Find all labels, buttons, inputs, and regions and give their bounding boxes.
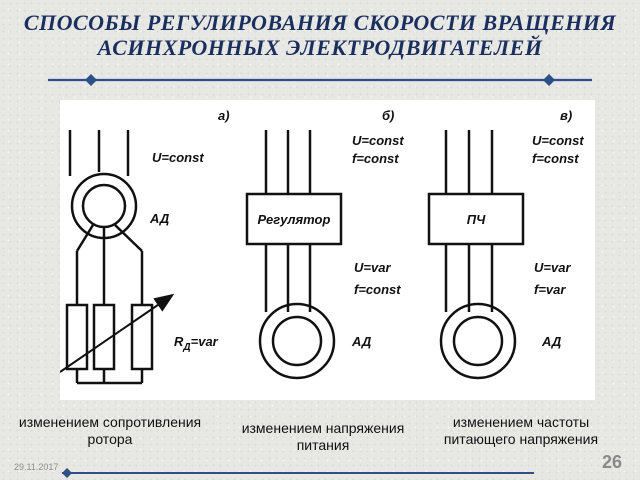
- caption-a-line-1: изменением сопротивления: [18, 414, 202, 430]
- a-resistance-symbol: R: [174, 334, 184, 349]
- motor-a-inner: [81, 183, 127, 229]
- caption-c-line-1: изменением частоты: [452, 414, 590, 430]
- regulator-block: [245, 192, 343, 246]
- caption-c-line-2: питающего напряжения: [443, 431, 599, 447]
- caption-rotor-resistance: изменением сопротивления ротора: [4, 414, 216, 448]
- diagram-c-frequency-converter: [427, 130, 525, 380]
- frequency-converter-label: ПЧ: [467, 212, 486, 227]
- slide-title-line-1: СПОСОБЫ РЕГУЛИРОВАНИЯ СКОРОСТИ ВРАЩЕНИЯ: [23, 10, 617, 35]
- divider-right-diamond: [543, 74, 555, 86]
- diagram-b-voltage-regulator: [245, 130, 343, 380]
- b-output-voltage: U=var: [354, 260, 391, 275]
- regulator-label: Регулятор: [258, 212, 331, 227]
- diagram-panel: а) U=const АД RД=var б) U=const f=const …: [59, 100, 595, 400]
- b-output-frequency: f=const: [354, 282, 401, 297]
- b-supply-frequency: f=const: [352, 151, 399, 166]
- a-resistance-subscript: Д: [182, 342, 190, 353]
- caption-supply-voltage: изменением напряжения питания: [226, 420, 420, 454]
- label-c: в): [560, 108, 572, 123]
- slide-date: 29.11.2017: [14, 462, 59, 472]
- caption-b-line-1: изменением напряжения: [241, 420, 405, 436]
- a-motor-label: АД: [149, 211, 170, 226]
- motor-b-inner: [271, 315, 323, 367]
- b-supply-voltage: U=const: [352, 133, 404, 148]
- a-supply-label: U=const: [152, 150, 204, 165]
- frequency-converter-block: [427, 192, 525, 246]
- diagram-a-rotor-resistance: [59, 130, 175, 385]
- c-motor-label: АД: [541, 334, 562, 349]
- label-a: а): [218, 108, 230, 123]
- motor-c-inner: [452, 315, 504, 367]
- footer-divider: [62, 468, 534, 478]
- motor-b-outer: [258, 302, 336, 380]
- b-motor-label: АД: [351, 334, 372, 349]
- label-b: б): [382, 108, 394, 123]
- slide-title-line-2: АСИНХРОННЫХ ЭЛЕКТРОДВИГАТЕЛЕЙ: [97, 35, 543, 60]
- variable-resistance-arrow: [59, 293, 175, 373]
- circuit-diagrams: а) U=const АД RД=var б) U=const f=const …: [59, 108, 584, 385]
- c-output-voltage: U=var: [534, 260, 571, 275]
- slide-title: СПОСОБЫ РЕГУЛИРОВАНИЯ СКОРОСТИ ВРАЩЕНИЯ …: [0, 10, 640, 60]
- divider-left-diamond: [85, 74, 97, 86]
- a-resistance-label: RД=var: [174, 334, 219, 353]
- c-supply-frequency: f=const: [532, 151, 579, 166]
- c-supply-voltage: U=const: [532, 133, 584, 148]
- slide-number: 26: [602, 452, 623, 472]
- caption-a-line-2: ротора: [87, 431, 133, 447]
- caption-b-line-2: питания: [296, 437, 350, 453]
- c-output-frequency: f=var: [534, 282, 566, 297]
- motor-c-outer: [439, 302, 517, 380]
- a-resistance-suffix: =var: [191, 334, 219, 349]
- caption-supply-frequency: изменением частоты питающего напряжения: [424, 414, 618, 448]
- resistor-3: [130, 303, 154, 371]
- title-divider: [48, 74, 592, 86]
